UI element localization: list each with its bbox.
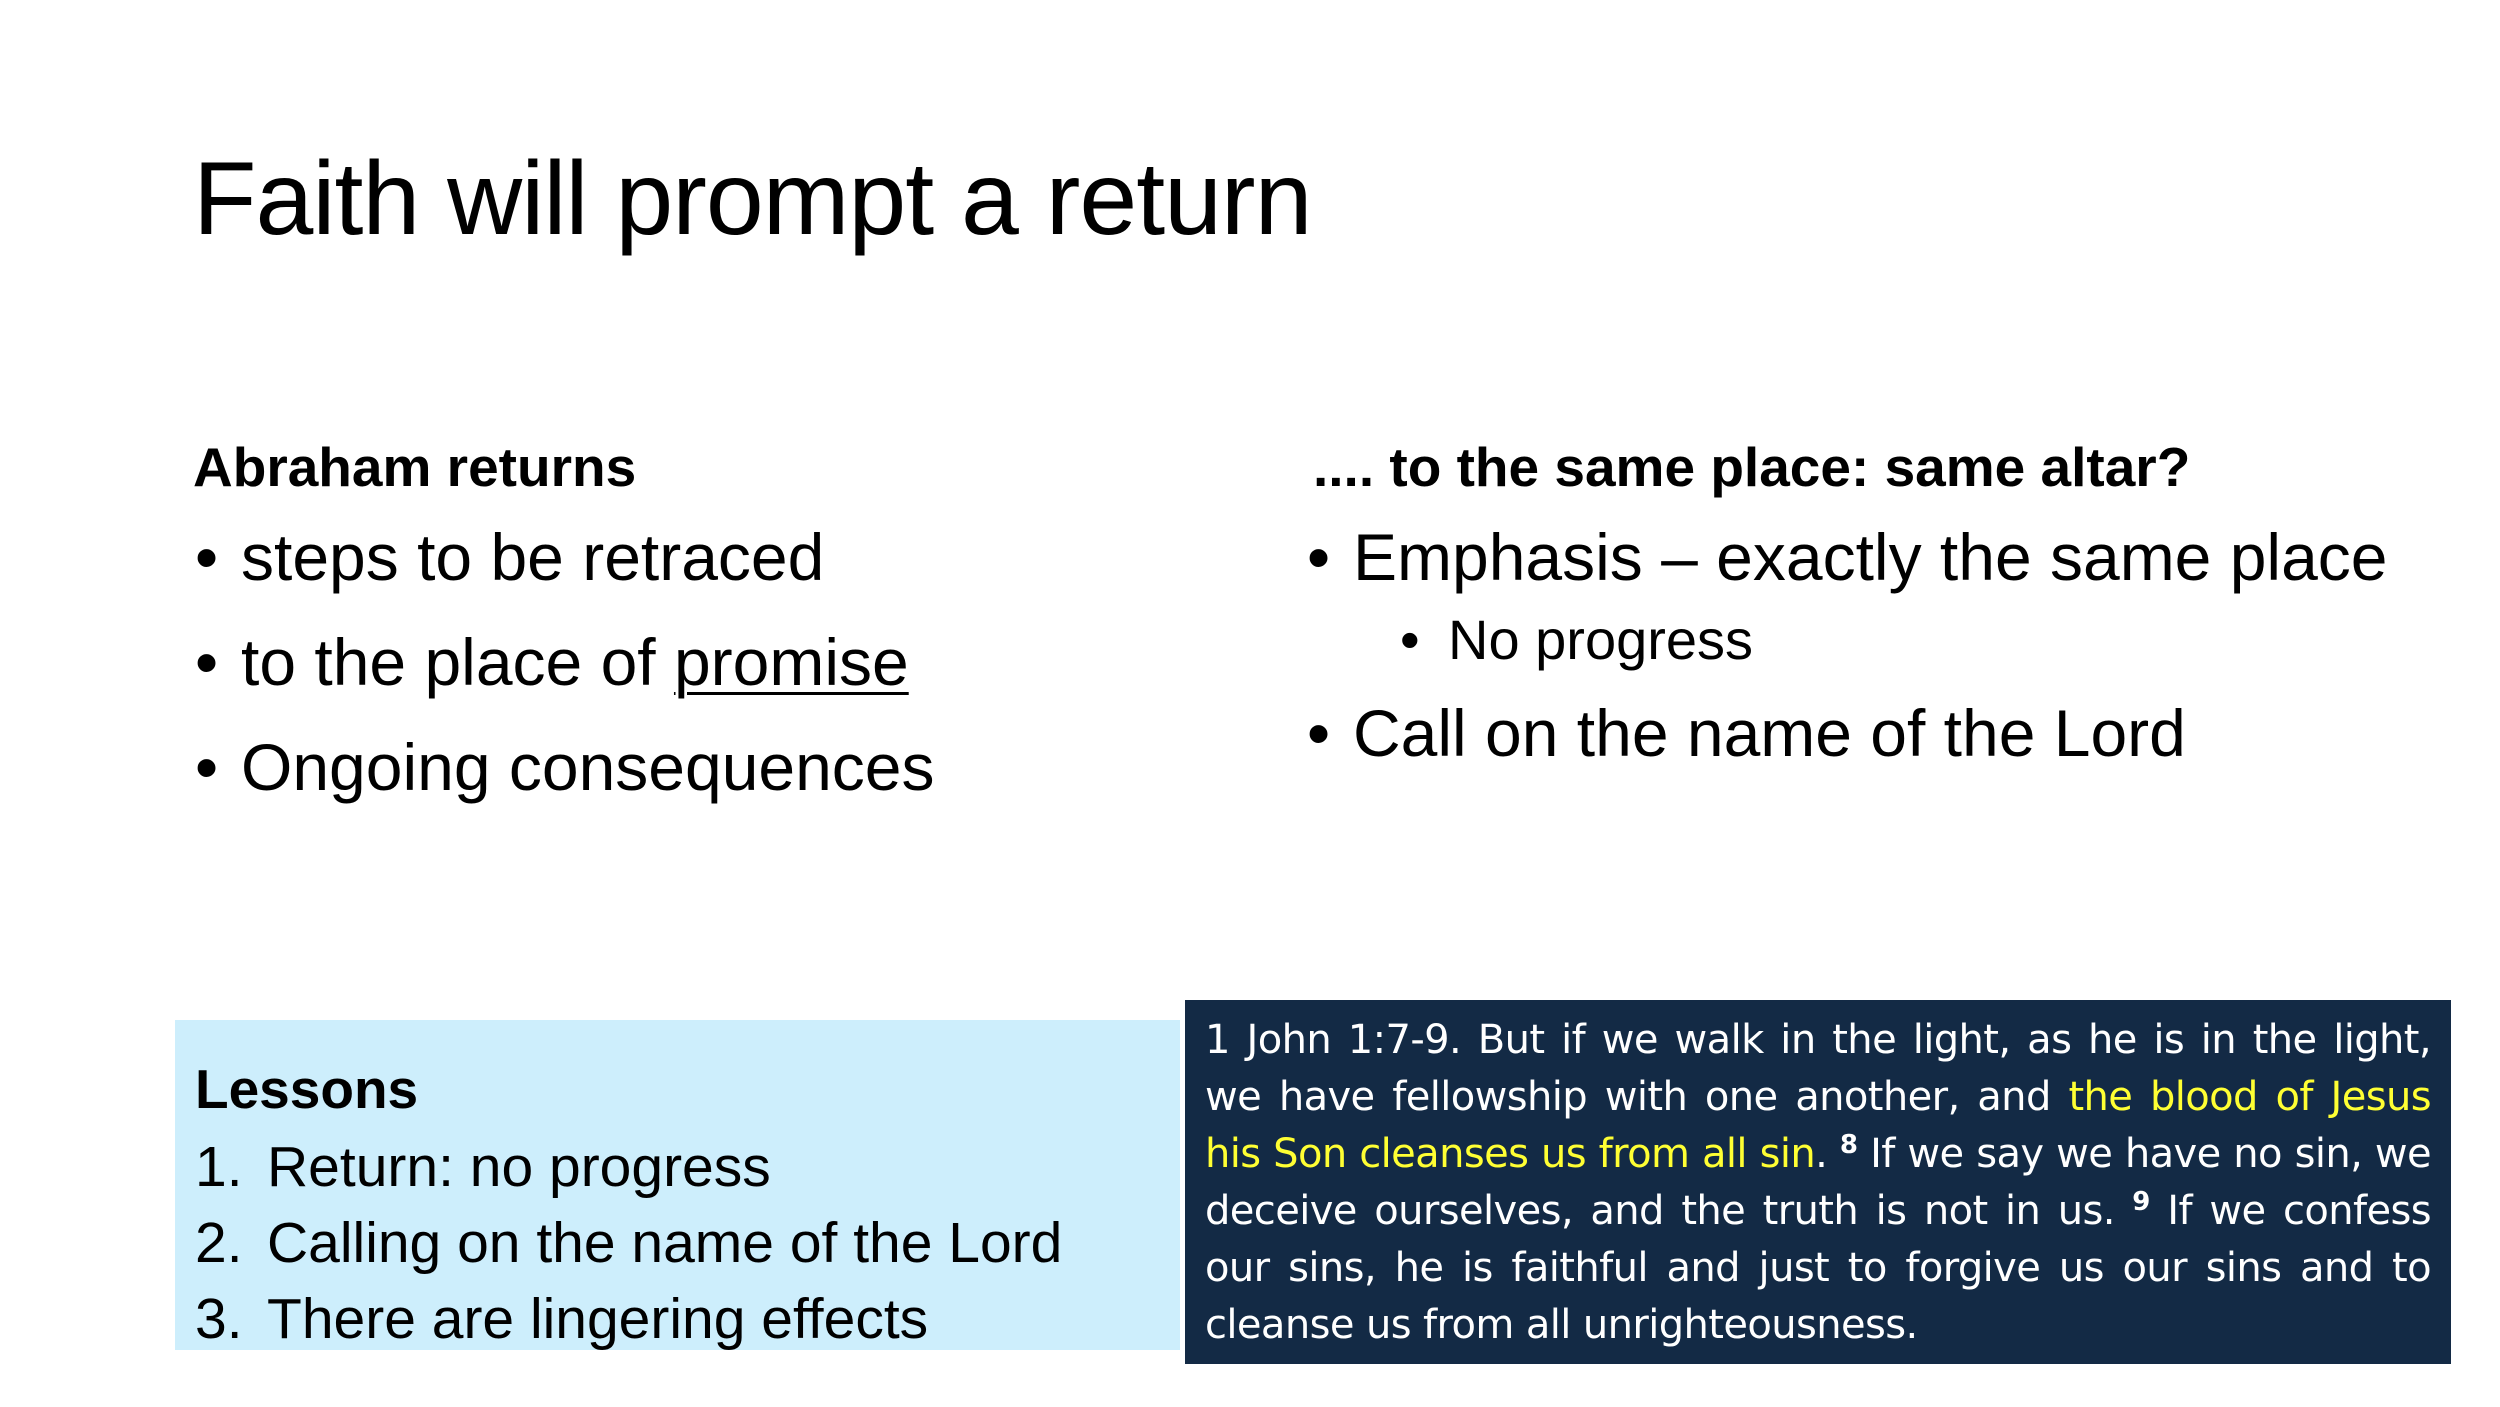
verse-number-9: 9 (2132, 1187, 2150, 1217)
scripture-text-period: . (1815, 1131, 1840, 1177)
lesson-item: 2. Calling on the name of the Lord (195, 1205, 1180, 1281)
left-column-heading: Abraham returns (193, 436, 637, 498)
bullet-ongoing-consequences: Ongoing consequences (193, 727, 1243, 807)
lesson-text: Calling on the name of the Lord (267, 1211, 1063, 1275)
lessons-list: 1. Return: no progress 2. Calling on the n… (195, 1129, 1180, 1357)
bullet-place-prefix: to the place of (241, 625, 674, 699)
lesson-number: 1. (195, 1135, 243, 1199)
bullet-emphasis-same-place: Emphasis – exactly the same place (1305, 517, 2435, 597)
scripture-verse-9: If we confess our sins, he is faithful a… (1205, 1188, 2432, 1348)
bullet-place-of-promise: to the place of promise (193, 622, 1243, 702)
slide-title: Faith will prompt a return (193, 141, 1312, 257)
right-bullet-list: Emphasis – exactly the same place No pro… (1305, 517, 2435, 773)
lesson-text: Return: no progress (267, 1135, 771, 1199)
right-column: .... to the same place: same altar? Emph… (1305, 440, 2435, 798)
left-bullet-list: steps to be retraced to the place of pro… (193, 517, 1243, 807)
promise-underlined-text: promise (673, 625, 909, 699)
scripture-box: 1 John 1:7-9. But if we walk in the ligh… (1185, 1000, 2451, 1364)
left-column: Abraham returns steps to be retraced to … (193, 440, 1243, 832)
scripture-verse-8: If we say we have no sin, we deceive our… (1205, 1131, 2432, 1234)
right-column-heading: .... to the same place: same altar? (1313, 436, 2191, 498)
lesson-item: 3. There are lingering effects (195, 1281, 1180, 1357)
lessons-box: Lessons 1. Return: no progress 2. Calling … (175, 1020, 1180, 1351)
lesson-item: 1. Return: no progress (195, 1129, 1180, 1205)
bullet-steps-retraced: steps to be retraced (193, 517, 1243, 597)
lesson-number: 2. (195, 1211, 243, 1275)
lesson-number: 3. (195, 1287, 243, 1351)
verse-number-8: 8 (1839, 1130, 1858, 1160)
bullet-call-on-lord: Call on the name of the Lord (1305, 693, 2435, 773)
sub-bullet-no-progress: No progress (1305, 607, 2435, 673)
lesson-text: There are lingering effects (267, 1287, 929, 1351)
lessons-heading: Lessons (195, 1058, 419, 1120)
scripture-text-intro: 1 John 1:7-9. But if we walk in the ligh… (1205, 1017, 2432, 1120)
scripture-highlight: the blood of Jesus his Son cleanses us f… (1205, 1074, 2432, 1177)
